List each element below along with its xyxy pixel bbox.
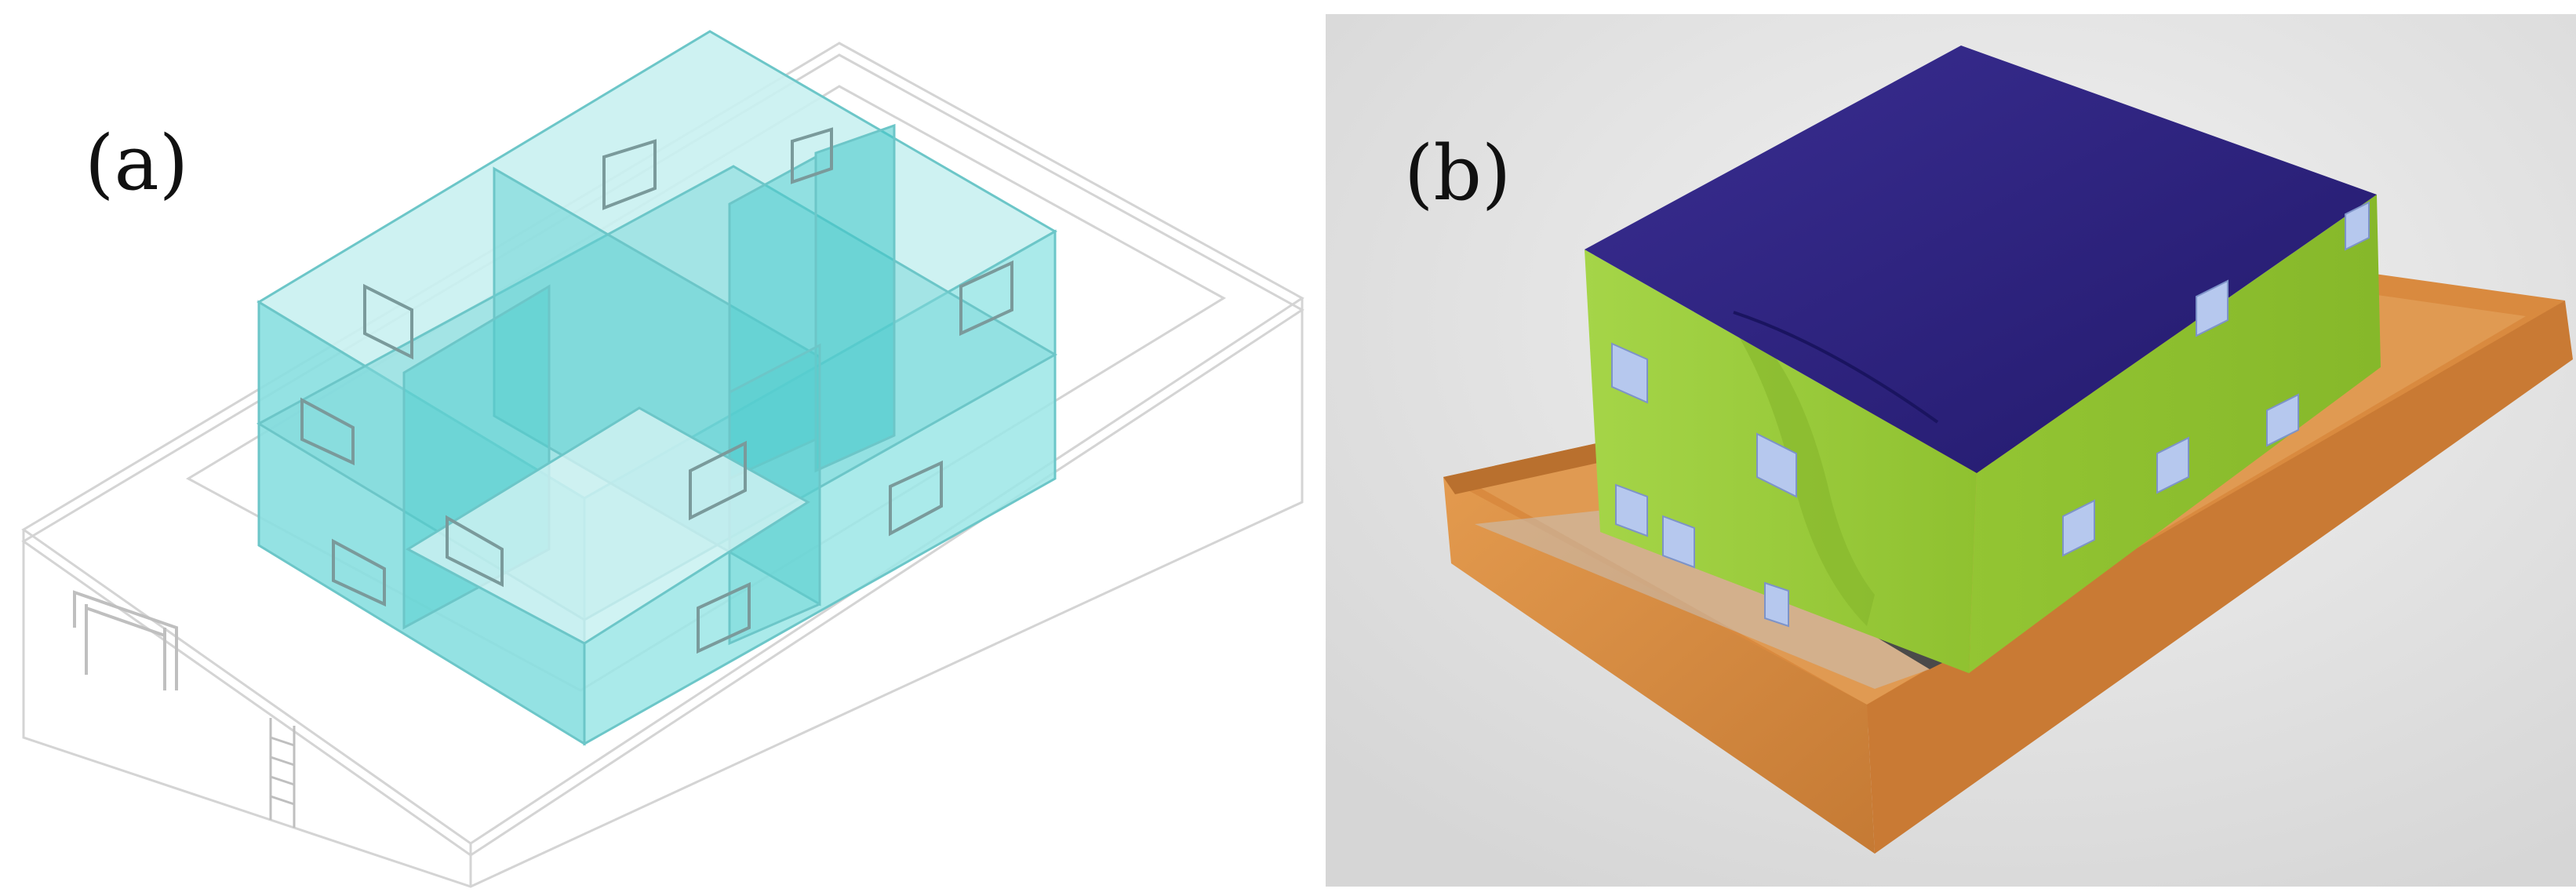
- ladder: [269, 718, 296, 828]
- panel-a-wireframe-model: (a): [21, 30, 1304, 888]
- windows: [300, 127, 1013, 654]
- wireframe-building-drawing: [21, 30, 1304, 888]
- base-tray-front-rim: [1443, 477, 1875, 854]
- glass-building: [256, 30, 1058, 746]
- garage-door: [73, 590, 178, 690]
- panel-b-label: (b): [1404, 129, 1512, 217]
- wall-bulge: [1734, 312, 1875, 626]
- walkway-light: [1475, 504, 1930, 689]
- roof-edge-curve: [1733, 311, 1939, 424]
- glass-partition-3: [814, 123, 896, 473]
- glass-partition-4: [728, 155, 817, 481]
- rendered-building-drawing: [1326, 14, 2576, 887]
- building-roof: [1585, 46, 2377, 473]
- courtyard-opening: [405, 406, 810, 645]
- building-right-wall: [1969, 195, 2381, 673]
- building-windows: [1611, 201, 2370, 628]
- panel-b-rendered-model: (b): [1326, 14, 2576, 887]
- base-tray-right-rim: [1867, 300, 2573, 854]
- panel-a-label: (a): [85, 119, 189, 207]
